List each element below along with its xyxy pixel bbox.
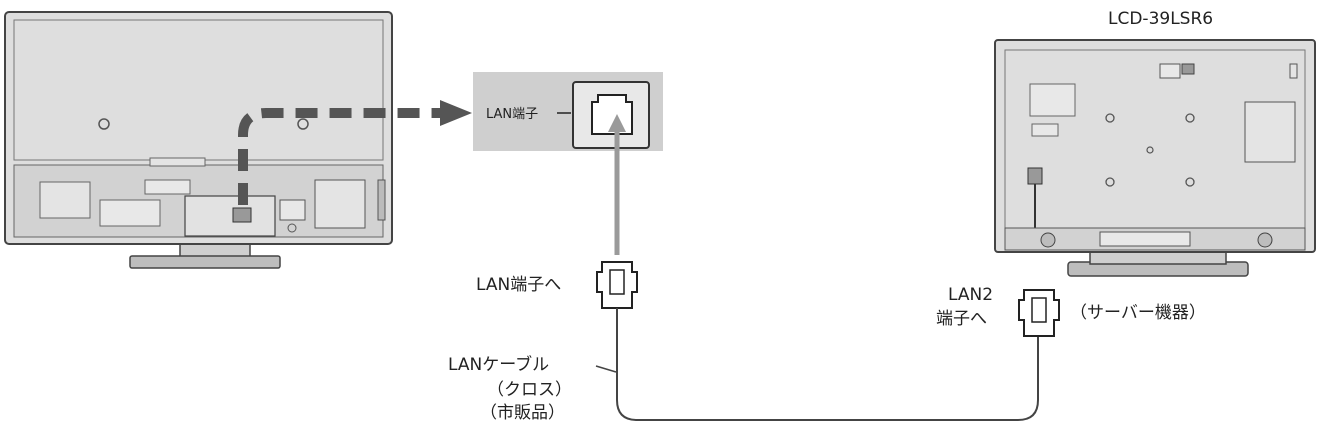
left-tv-stand-base bbox=[129, 255, 281, 269]
left-plug-body bbox=[596, 261, 638, 309]
model-name-label: LCD-39LSR6 bbox=[1108, 9, 1213, 29]
up-arrow-head bbox=[608, 114, 626, 132]
server-device-label: （サーバー機器） bbox=[1070, 303, 1206, 323]
cable-label-line2: （クロス） bbox=[487, 380, 572, 400]
left-tv-side-slot bbox=[377, 179, 386, 221]
right-plug-body bbox=[1018, 289, 1060, 337]
right-tv-screw-hole bbox=[1185, 113, 1195, 123]
right-tv-rear bbox=[994, 39, 1316, 277]
left-tv-label-plate bbox=[99, 199, 161, 227]
cable-leader-line bbox=[595, 365, 617, 373]
right-tv-top-jack bbox=[1181, 63, 1195, 75]
left-plug-latch bbox=[609, 269, 625, 295]
right-tv-screw-hole bbox=[1185, 177, 1195, 187]
lan-port-closeup: LAN端子 bbox=[473, 72, 663, 151]
right-tv-top-port bbox=[1159, 63, 1181, 79]
left-lan-plug-icon bbox=[596, 261, 638, 309]
left-tv-terminal-block bbox=[184, 195, 276, 237]
left-tv-slot bbox=[144, 179, 191, 195]
left-tv-screw-hole bbox=[297, 118, 309, 130]
right-tv-speaker-right bbox=[1257, 232, 1273, 248]
lan2-label-line1: LAN2 bbox=[948, 285, 993, 305]
right-tv-screw-hole bbox=[1146, 146, 1154, 154]
left-tv-jack bbox=[287, 223, 297, 233]
left-tv-top-clip bbox=[149, 157, 206, 167]
right-lan-plug-icon bbox=[1018, 289, 1060, 337]
left-tv-terminal-area bbox=[314, 179, 366, 229]
right-tv-bottom-slot bbox=[1099, 231, 1191, 247]
right-tv-speaker-left bbox=[1040, 232, 1056, 248]
lan-cable bbox=[616, 308, 1039, 421]
right-tv-small-plate bbox=[1031, 123, 1059, 137]
right-tv-lan-socket bbox=[1027, 167, 1043, 185]
dashed-route-arrowhead bbox=[440, 100, 472, 126]
lan-port-label: LAN端子 bbox=[486, 107, 538, 122]
lan2-label-line2: 端子へ bbox=[936, 309, 987, 329]
up-arrow bbox=[608, 114, 626, 255]
cable-label-line1: LANケーブル bbox=[448, 354, 549, 375]
cable-label-line3: （市販品） bbox=[480, 403, 565, 423]
left-tv-screw-hole bbox=[98, 118, 110, 130]
right-plug-latch bbox=[1031, 297, 1047, 323]
right-tv-terminal-panel bbox=[1244, 101, 1296, 163]
right-tv-label-panel bbox=[1029, 83, 1076, 117]
right-tv-screw-hole bbox=[1105, 177, 1115, 187]
left-tv-lan-socket bbox=[232, 207, 252, 223]
to-lan-port-label: LAN端子へ bbox=[476, 275, 561, 295]
left-tv-rear bbox=[4, 11, 393, 269]
dashed-route-arrow bbox=[238, 100, 472, 205]
right-tv-side-slot bbox=[1289, 63, 1298, 79]
left-tv-terminal bbox=[279, 199, 306, 221]
left-tv-vent bbox=[39, 181, 91, 219]
right-tv-screw-hole bbox=[1105, 113, 1115, 123]
dashed-route-line bbox=[238, 108, 440, 205]
